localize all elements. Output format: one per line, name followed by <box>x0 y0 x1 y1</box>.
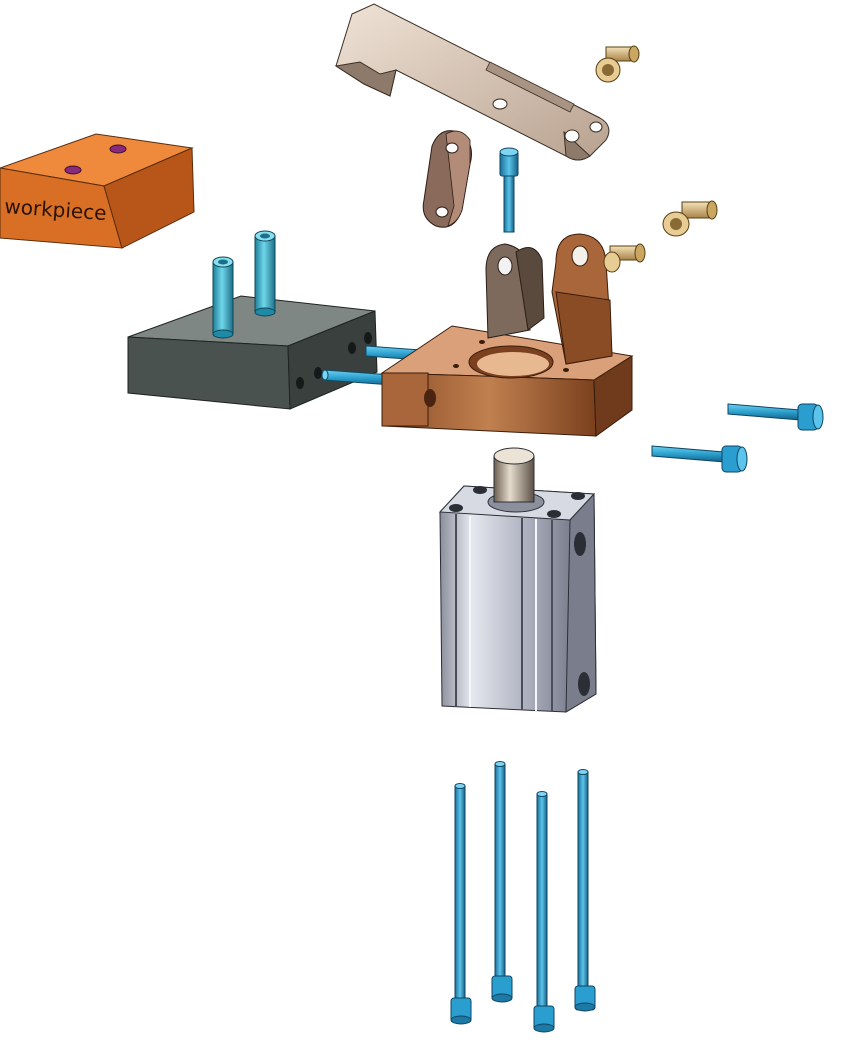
pivot-pin <box>595 45 640 83</box>
socket-cap-screw <box>651 445 748 473</box>
base-side-hole <box>348 342 356 354</box>
workpiece-hole <box>109 144 127 154</box>
support-bracket <box>485 243 545 339</box>
socket-cap-screw <box>450 783 472 1025</box>
workpiece: workpiece <box>0 133 195 249</box>
base-side-hole <box>296 377 304 389</box>
pivot-pin <box>662 200 718 237</box>
locating-pin <box>212 256 234 339</box>
socket-cap-screw <box>491 761 513 1003</box>
clamp-lever <box>334 3 610 161</box>
fixture-base-block <box>127 295 378 410</box>
connecting-link <box>422 130 472 228</box>
pneumatic-cylinder <box>438 447 597 713</box>
pivot-pin <box>603 243 646 273</box>
socket-cap-screw <box>499 147 519 233</box>
base-side-hole <box>364 332 372 344</box>
base-side-hole <box>314 367 322 379</box>
locating-pin <box>254 230 276 317</box>
cylinder-mount-plate <box>380 325 634 437</box>
socket-cap-screw <box>727 403 824 431</box>
socket-cap-screw <box>574 769 596 1012</box>
workpiece-hole <box>64 165 82 175</box>
support-bracket <box>551 233 613 365</box>
socket-cap-screw <box>533 791 555 1033</box>
